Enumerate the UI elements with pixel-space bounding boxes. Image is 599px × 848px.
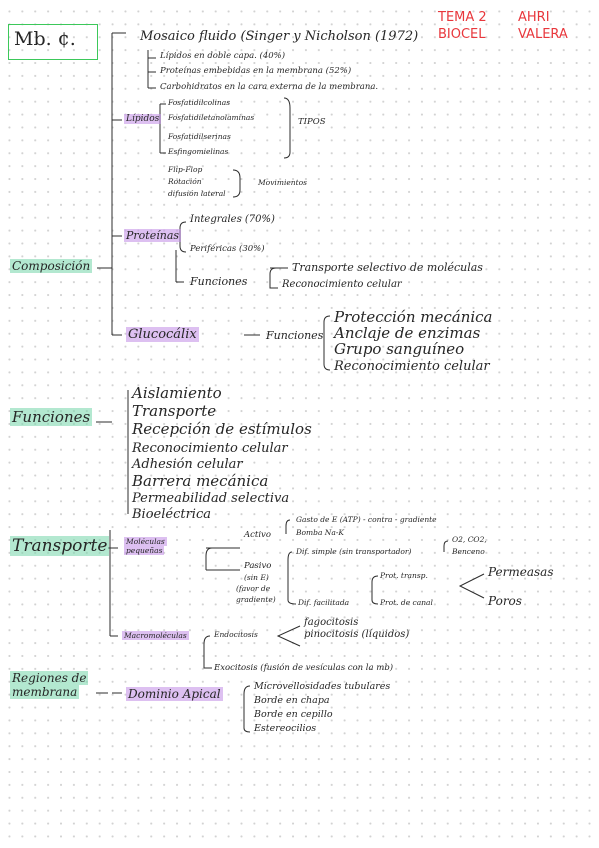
moleculas-pequenas-label: Moléculas pequeñas: [124, 537, 167, 555]
mosaico-title: Mosaico fluido (Singer y Nicholson (1972…: [140, 29, 419, 44]
lipido-tipo: Fosfatidilcolinas: [168, 98, 231, 107]
pasivo-sub: (sin E): [244, 573, 269, 582]
lipido-tipo: Fosfatidilserinas: [168, 132, 231, 141]
dif-facilitada: Dif. facilitada: [298, 598, 350, 607]
mosaico-item: Lípidos en doble capa. (40%): [160, 51, 286, 61]
dif-simple: Dif. simple (sin transportador): [296, 547, 412, 556]
activo-item: Gasto de E (ATP) - contra - gradiente: [296, 515, 437, 524]
endocitosis-item: pinocitosis (líquidos): [304, 629, 410, 640]
glucocalix-funcion: Reconocimiento celular: [334, 359, 490, 374]
glucocalix-label: Glucocálix: [126, 327, 199, 342]
topic-label: TEMA 2: [438, 10, 487, 25]
tipos-label: TIPOS: [298, 117, 326, 127]
dif-simple-item: O2, CO2,: [452, 535, 487, 544]
movimiento-item: difusión lateral: [168, 189, 226, 198]
dominio-item: Estereocilios: [254, 723, 317, 734]
pasivo-sub: (favor de: [236, 584, 271, 593]
macromoleculas-label: Macromoléculas: [122, 631, 189, 640]
lipido-tipo: Esfingomielinas: [168, 147, 229, 156]
funcion-item: Adhesión celular: [132, 457, 243, 472]
section-heading-regiones: Regiones de membrana: [10, 671, 89, 699]
movimientos-label: Movimientos: [258, 178, 307, 187]
pasivo-sub: gradiente): [236, 595, 276, 604]
proteina-funcion: Reconocimiento celular: [282, 279, 402, 290]
dif-fac-item: Prot. transp.: [380, 571, 428, 580]
lipido-tipo: Fosfatidiletanolaminas: [168, 113, 255, 122]
glucocalix-funciones-label: Funciones: [266, 329, 324, 342]
dominio-item: Borde en cepillo: [254, 709, 333, 720]
glucocalix-funcion: Protección mecánica: [334, 308, 493, 326]
lipidos-label: Lípidos: [124, 114, 162, 124]
proteina-funcion: Transporte selectivo de moléculas: [292, 261, 483, 274]
mosaico-item: Carbohidratos en la cara externa de la m…: [160, 82, 379, 92]
funcion-item: Transporte: [132, 402, 217, 420]
page-title: Mb. ¢.: [14, 28, 76, 50]
topic-label-2: BIOCEL: [438, 27, 486, 42]
section-heading-transporte: Transporte: [10, 536, 110, 556]
funcion-item: Barrera mecánica: [132, 472, 269, 490]
canal-item: Poros: [488, 594, 522, 608]
dif-fac-item: Prot. de canal: [380, 598, 433, 607]
endocitosis-label: Endocitosis: [214, 630, 258, 639]
funcion-item: Aislamiento: [132, 384, 222, 402]
funcion-item: Permeabilidad selectiva: [132, 491, 290, 506]
movimiento-item: Flip-Flop: [168, 165, 203, 174]
proteinas-label: Proteínas: [124, 229, 182, 242]
author-label: AHRI: [518, 10, 550, 25]
activo-item: Bomba Na-K: [296, 528, 344, 537]
proteina-tipo: Integrales (70%): [190, 214, 275, 225]
title-box: [8, 24, 98, 60]
mosaico-item: Proteínas embebidas en la membrana (52%): [160, 66, 352, 76]
funcion-item: Reconocimiento celular: [132, 441, 288, 456]
section-heading-composicion: Composición: [10, 259, 93, 273]
author-label-2: VALERA: [518, 27, 568, 42]
funcion-item: Recepción de estímulos: [132, 420, 312, 438]
funcion-item: Bioeléctrica: [132, 507, 211, 522]
proteinas-funciones-label: Funciones: [190, 275, 248, 288]
dif-simple-item: Benceno: [452, 547, 485, 556]
dominio-item: Microvellosidades tubulares: [254, 681, 391, 692]
canal-item: Permeasas: [488, 565, 554, 579]
movimiento-item: Rotación: [168, 177, 202, 186]
glucocalix-funcion: Grupo sanguíneo: [334, 340, 465, 358]
dominio-apical-label: Dominio Apical: [126, 687, 223, 701]
dominio-item: Borde en chapa: [254, 695, 330, 706]
pasivo-label: Pasivo: [244, 561, 272, 571]
proteina-tipo: Periféricas (30%): [190, 244, 265, 254]
section-heading-funciones: Funciones: [10, 408, 93, 426]
exocitosis-label: Exocitosis (fusión de vesículas con la m…: [214, 663, 394, 673]
endocitosis-item: fagocitosis: [304, 617, 359, 628]
activo-label: Activo: [244, 530, 271, 540]
glucocalix-funcion: Anclaje de enzimas: [334, 324, 481, 342]
